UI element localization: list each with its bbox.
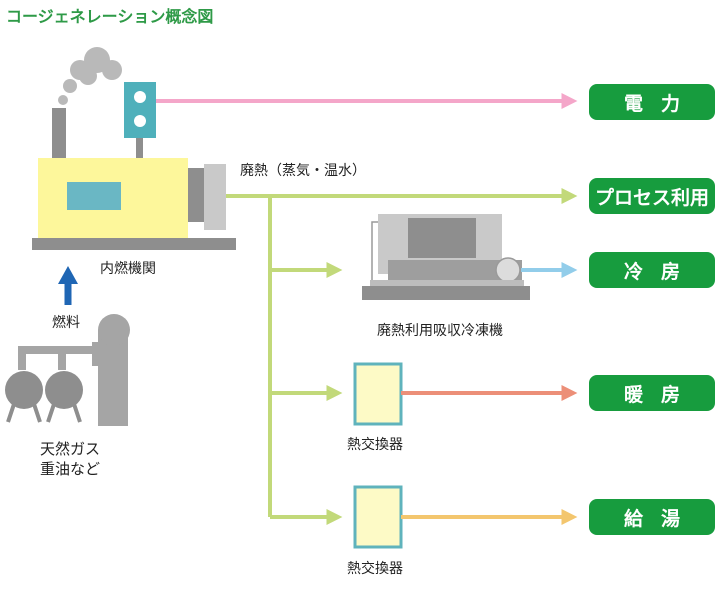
output-electric-power: 電力 — [589, 84, 715, 120]
engine-base — [32, 238, 236, 250]
engine-coupling — [188, 168, 206, 222]
fuel-source-line2: 重油など — [40, 460, 101, 478]
fuel-arrow-icon — [58, 266, 78, 284]
heat-exchanger-1-label: 熱交換器 — [347, 437, 403, 453]
chimney — [52, 108, 66, 158]
engine-window — [67, 182, 121, 210]
fuel-source-line1: 天然ガス — [40, 440, 101, 458]
smoke-cloud-icon — [58, 47, 122, 105]
panel-light-icon — [134, 115, 146, 127]
waste-heat-label: 廃熱（蒸気・温水） — [240, 163, 366, 179]
heat-exchanger-1 — [353, 362, 403, 426]
absorption-chiller-label: 廃熱利用吸収冷凍機 — [377, 323, 503, 339]
output-heating: 暖房 — [589, 375, 715, 411]
heat-exchanger-2 — [353, 485, 403, 549]
diagram-title: コージェネレーション概念図 — [6, 7, 214, 26]
fuel-tank-icon — [5, 314, 130, 426]
panel-post — [136, 136, 143, 158]
output-process-use: プロセス利用 — [589, 178, 715, 214]
panel-light-icon — [134, 91, 146, 103]
engine-label: 内燃機関 — [100, 261, 156, 277]
output-hot-water: 給湯 — [589, 499, 715, 535]
generator-panel — [124, 82, 156, 138]
absorption-chiller — [362, 214, 530, 300]
waste-heat-lines — [226, 188, 578, 525]
output-cooling: 冷房 — [589, 252, 715, 288]
heat-exchanger-2-label: 熱交換器 — [347, 561, 403, 577]
fuel-label: 燃料 — [52, 315, 80, 331]
engine-exhaust-unit — [204, 164, 226, 230]
